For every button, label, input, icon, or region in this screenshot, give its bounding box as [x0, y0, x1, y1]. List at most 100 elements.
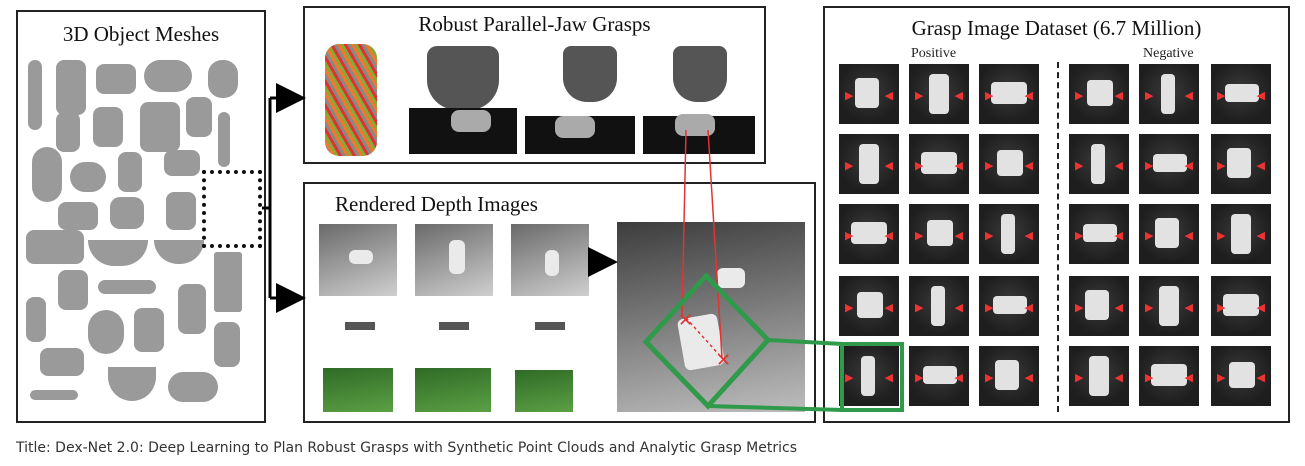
grasp-jaw-marker: ◀ [884, 301, 893, 314]
grasp-jaw-marker: ◀ [1184, 89, 1193, 102]
grasp-jaw-marker: ▶ [915, 89, 924, 102]
grasp-jaw-marker: ▶ [1217, 159, 1226, 172]
selected-tile-box [840, 342, 904, 412]
grasp-jaw-marker: ▶ [1145, 159, 1154, 172]
grasp-tile-icon: ▶◀ [1139, 64, 1199, 124]
object-crop [991, 82, 1027, 104]
depth-title: Rendered Depth Images [335, 192, 538, 216]
grasp-jaw-marker: ▶ [1217, 229, 1226, 242]
meshes-title: 3D Object Meshes [62, 22, 220, 46]
object-crop [1085, 290, 1109, 320]
selected-object-box [202, 170, 262, 248]
object-crop [1155, 218, 1179, 248]
object-mesh-icon [26, 230, 84, 264]
grasp-tile-icon: ▶◀ [1211, 134, 1271, 194]
object-mesh-icon [555, 116, 595, 138]
object-crop [851, 222, 887, 244]
grasp-jaw-marker: ▶ [1217, 89, 1226, 102]
depth-image-icon [319, 224, 397, 296]
grasp-jaw-marker: ▶ [1145, 89, 1154, 102]
grasp-jaw-marker: ◀ [884, 89, 893, 102]
depth-image-large [617, 222, 805, 412]
object-mesh-icon [58, 270, 88, 310]
object-crop [993, 296, 1027, 314]
grasp-jaw-marker: ◀ [1024, 371, 1033, 384]
object-crop [1091, 144, 1105, 184]
grasp-jaw-marker: ◀ [1114, 159, 1123, 172]
object-crop [1161, 74, 1175, 114]
grasp-jaw-marker: ▶ [845, 89, 854, 102]
grasp-jaw-marker: ▶ [915, 371, 924, 384]
grasp-jaw-marker: ▶ [1075, 371, 1084, 384]
grasp-jaw-marker: ▶ [1217, 301, 1226, 314]
grasp-axis-line [685, 317, 723, 359]
grasp-projection-line [681, 129, 687, 319]
grasp-tile-icon: ▶◀ [1069, 134, 1129, 194]
crop-link-line [707, 404, 844, 412]
grasp-jaw-marker: ◀ [954, 159, 963, 172]
scene-image [415, 368, 491, 412]
grasp-jaw-marker: ◀ [1114, 301, 1123, 314]
grasp-tile-icon: ▶◀ [909, 346, 969, 406]
object-mesh-icon [675, 114, 715, 136]
grasp-jaw-marker: ▶ [1075, 89, 1084, 102]
dataset-title: Grasp Image Dataset (6.7 Million) [911, 16, 1202, 40]
grasp-jaw-marker: ▶ [845, 371, 854, 384]
object-crop [927, 220, 953, 246]
object-crop [1089, 356, 1109, 396]
grasp-jaw-marker: ▶ [1145, 371, 1154, 384]
object-mesh-icon [144, 60, 192, 92]
grasp-jaw-marker: ◀ [1024, 159, 1033, 172]
grasp-tile-icon: ▶◀ [839, 276, 899, 336]
object-mesh-icon [134, 308, 164, 352]
grasp-jaw-marker: ▶ [845, 229, 854, 242]
object-crop [859, 144, 879, 184]
grasp-jaw-marker: ◀ [884, 159, 893, 172]
grasp-tile-icon: ▶◀ [839, 346, 899, 406]
grasp-contact-marker: ✕ [678, 310, 693, 331]
camera-icon [535, 322, 565, 330]
grasp-jaw-marker: ◀ [1114, 229, 1123, 242]
object-crop [1231, 214, 1251, 254]
grasp-jaw-marker: ◀ [1114, 371, 1123, 384]
grasp-jaw-marker: ◀ [1256, 301, 1265, 314]
grasp-tile-icon: ▶◀ [839, 64, 899, 124]
object-crop [857, 292, 883, 318]
object-mesh-icon [140, 102, 180, 152]
grasp-tile-icon: ▶◀ [1069, 204, 1129, 264]
object-mesh-icon [58, 202, 98, 230]
object-mesh-icon [118, 152, 142, 192]
object-mesh-icon [166, 192, 196, 230]
grasp-projection-line [707, 129, 723, 359]
object-crop [929, 74, 949, 114]
depth-image-icon [415, 224, 493, 296]
camera-icon [439, 322, 469, 330]
scene-image [323, 368, 393, 412]
grasp-jaw-marker: ▶ [985, 89, 994, 102]
grasp-jaw-marker: ▶ [1075, 229, 1084, 242]
object-crop [1159, 286, 1179, 326]
object-crop [997, 150, 1023, 176]
gripper-icon [427, 46, 499, 110]
grasp-jaw-marker: ▶ [1217, 371, 1226, 384]
object-mesh-icon [451, 110, 491, 132]
grasp-tile-icon: ▶◀ [979, 134, 1039, 194]
grasp-tile-icon: ▶◀ [979, 276, 1039, 336]
object-crop [1083, 224, 1117, 242]
object-crop [1227, 148, 1251, 178]
positive-label: Positive [911, 46, 957, 61]
grasp-jaw-marker: ◀ [1256, 371, 1265, 384]
object-mesh-icon [214, 252, 242, 312]
positive-negative-divider [1057, 62, 1059, 412]
object-mesh-icon [178, 284, 206, 334]
object-mesh-icon [32, 147, 62, 202]
object-mesh-icon [186, 97, 212, 137]
grasp-contact-marker: ✕ [716, 350, 731, 371]
grasp-tile-icon: ▶◀ [979, 64, 1039, 124]
object-crop [1229, 362, 1255, 388]
depth-image-icon [511, 224, 589, 296]
grasp-samples-icon [325, 44, 377, 156]
object-meshes-panel: 3D Object Meshes [16, 10, 266, 423]
grasp-tile-icon: ▶◀ [1139, 276, 1199, 336]
grasp-jaw-marker: ▶ [985, 229, 994, 242]
